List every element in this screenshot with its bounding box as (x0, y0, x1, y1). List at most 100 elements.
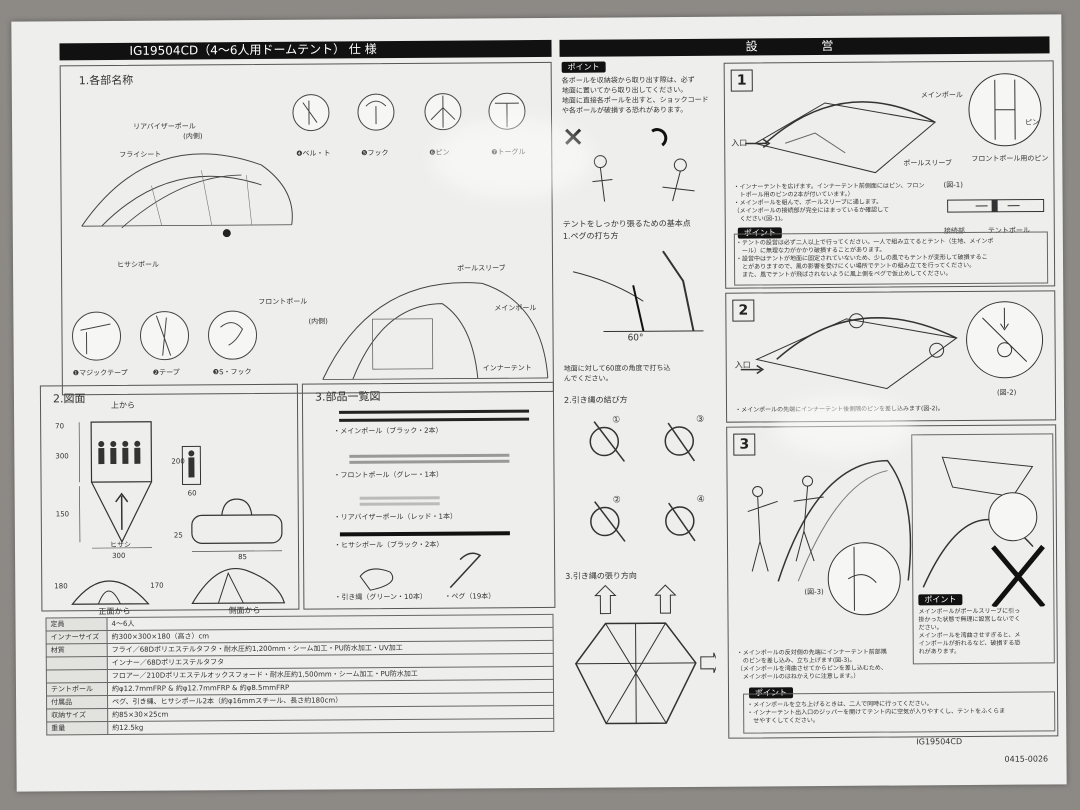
dim-200: 200 (171, 457, 185, 466)
step1-front-pin: フロントポール用のピン (971, 154, 1049, 163)
step2-panel: 2 入口 (図-2) ・メインポールの先端にインナーテント後側隅のピンを差し込み… (725, 290, 1057, 423)
mid-point-line4: や各ポールが破損する恐れがあります。 (561, 105, 688, 115)
label-front-pole: フロントポール (258, 297, 308, 306)
step2-illustration (740, 313, 958, 390)
step3-warn-3: ださい。 (918, 624, 943, 632)
parts-names-panel: 1.各部名称 リアバイザーポール (内側) フライシート ヒサシポール フロント… (59, 61, 554, 396)
label-top-view: 上から (110, 400, 136, 410)
knot-steps-illustration (589, 421, 696, 542)
label-front-view: 正面から (98, 606, 131, 617)
step3-warn-2: 掛かった状態で無理に設営しないでく (918, 615, 1021, 624)
person-scale-icon (181, 445, 202, 485)
storage-bag-illustration (191, 498, 283, 552)
peg-subtitle: 1.ペグの打ち方 (562, 231, 619, 241)
part2-label: ❷テープ (152, 368, 180, 377)
spec-key: テントポール (46, 682, 108, 696)
step2-entrance: 入口 (734, 360, 751, 370)
drawing-panel: 2.図面 上から 70 300 150 ヒサシ 300 200 60 25 85… (39, 383, 300, 616)
spec-key (46, 656, 108, 670)
footer-code: 0415-0026 (1004, 754, 1049, 764)
tent-side-illustration (81, 153, 293, 238)
step1-pin-detail (968, 73, 1042, 147)
label-front-inner: (内側) (308, 317, 328, 326)
detail-tape-circle (140, 311, 190, 361)
step3-pin-detail (827, 542, 901, 616)
parts-item-visor-pole: ・ヒサシポール（ブラック・2本） (333, 540, 444, 550)
parts-item-main-pole: ・メインポール（ブラック・2本） (333, 426, 443, 436)
dim-70: 70 (55, 422, 65, 431)
peg-title: テントをしっかり張るための基本点 (562, 218, 691, 229)
step3-illustration (747, 459, 912, 582)
setup-title-bar: 設 営 (559, 36, 1050, 57)
dim-150: 150 (55, 510, 70, 519)
rope-direction-diagram (574, 584, 717, 725)
parts-list-panel: 3.部品一覧図 ・メインポール（ブラック・2本） ・フロントポール（グレー・1本… (301, 381, 556, 610)
step3-warn-tag: ポイント (918, 594, 963, 606)
parts-item-rope: ・引き縄（グリーン・10本） (334, 592, 427, 602)
detail-hook-circle (357, 93, 395, 131)
detail-belt-circle (292, 94, 330, 132)
step1-entrance: 入口 (731, 138, 748, 148)
pole-handling-illustration (565, 128, 695, 202)
step1-point-5: また、風でテントが飛ばされないように風上側をペグで仮止めしてください。 (736, 270, 952, 279)
tent-side-view (191, 567, 286, 605)
label-side-view: 側面から (228, 605, 261, 616)
parts-item-front-pole: ・フロントポール（グレー・1本） (333, 470, 443, 480)
step2-fig: (図-2) (996, 388, 1017, 397)
tent-top-plan (78, 421, 153, 549)
knot-3: ③ (696, 414, 705, 425)
dim-300-h: 300 (112, 551, 126, 560)
step1-pin: ピン (1025, 118, 1040, 127)
step1-text-4: （メインポールの接続部が完全にはまっているか確認して (733, 206, 889, 215)
step3-warn-6: れがあります。 (918, 648, 961, 656)
peg-angle-label: 60° (627, 333, 644, 344)
instruction-sheet: IG19504CD（4〜6人用ドームテント） 仕 様 設 営 1.各部名称 リア… (11, 14, 1067, 792)
step3-warning-illustration (922, 456, 1046, 608)
step3-point-3: せやすくしてください。 (747, 717, 819, 725)
label-inner-tent: インナーテント (482, 364, 532, 373)
parts-item-peg: ・ペグ（19本） (444, 592, 496, 601)
dim-170: 170 (150, 581, 164, 590)
detail-velcro-circle (72, 311, 122, 361)
spec-key: 付属品 (46, 695, 108, 709)
mid-point-tag: ポイント (561, 61, 606, 73)
step3-text-4: メインポールのはねかえりに注意します。） (736, 672, 860, 681)
footer-model: IG19504CD (916, 737, 963, 747)
spec-key: 定員 (45, 617, 108, 631)
spec-key: 収納サイズ (46, 708, 108, 722)
peg-text-line2: んでください。 (563, 374, 613, 383)
pole-joint-diagram (947, 198, 1045, 213)
knot-title: 2.引き縄の結び方 (563, 395, 628, 405)
label-rear-pole: リアバイザーポール (133, 122, 196, 131)
detail-toggle-circle (488, 92, 526, 130)
spec-key (46, 669, 108, 683)
detail-pin-circle (424, 93, 462, 131)
step3-fig: (図-3) (804, 588, 824, 597)
step1-text-5: ください(図-1)。 (733, 215, 787, 223)
knot-4: ④ (696, 494, 705, 505)
tent-front-view (71, 580, 150, 605)
spec-value: 約12.5kg (107, 718, 554, 735)
label-fly-sheet: フライシート (119, 150, 162, 159)
sec2-title: 2.図面 (52, 392, 86, 406)
dim-180: 180 (54, 582, 68, 591)
rope-title: 3.引き縄の張り方向 (565, 571, 637, 581)
dim-300-v: 300 (55, 452, 69, 461)
step1-illustration (745, 101, 937, 174)
label-pole-sleeve: ポールスリーブ (457, 264, 506, 273)
peg-angle-illustration (572, 250, 704, 333)
parts-list-illustration (339, 409, 530, 591)
spec-key: 重量 (46, 721, 108, 735)
step3-panel: 3 (図-3) ポイント メインポールがポールスリーブに引っ 掛かった状態で無理… (726, 424, 1059, 739)
step3-warn-5: インポールが折れるなど、破損する恐 (918, 639, 1021, 648)
part3-label: ❸S・フック (212, 368, 252, 377)
spec-title-bar: IG19504CD（4〜6人用ドームテント） 仕 様 (59, 39, 552, 61)
step1-panel: 1 入口 メインポール ポールスリーブ ピン フロントポール用のピン (図-1)… (723, 60, 1056, 289)
part1-label: ❶マジックテープ (72, 368, 128, 378)
detail-shook-circle (208, 310, 258, 360)
step1-main-pole: メインポール (920, 91, 963, 100)
parts-item-rear-pole: ・リアバイザーポール（レッド・1本） (333, 512, 458, 522)
part4-label: ❹ベル・ト (296, 149, 331, 158)
peg-text-line1: 地面に対して60度の角度で打ち込 (563, 364, 671, 373)
